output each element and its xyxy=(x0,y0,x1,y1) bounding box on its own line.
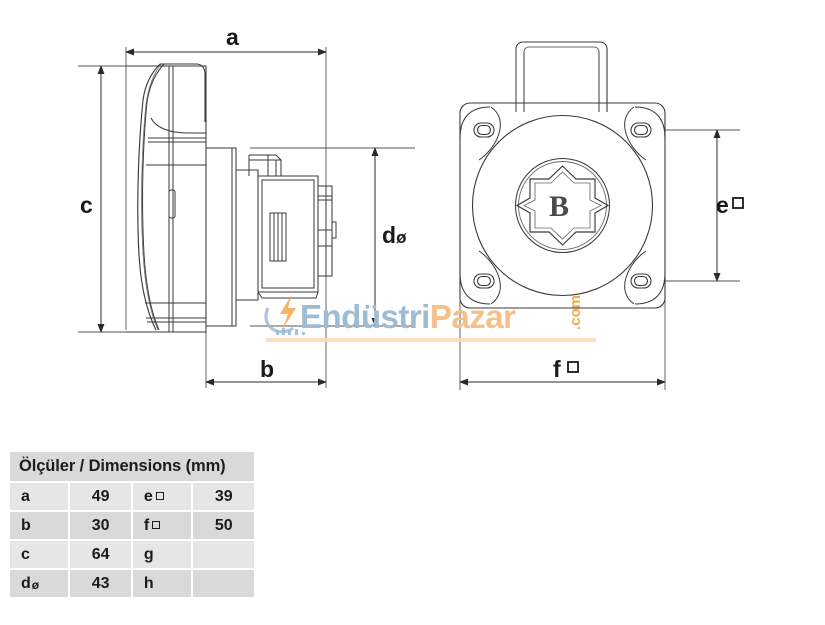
row-key-a: a xyxy=(10,483,69,510)
row-value-e: 39 xyxy=(193,483,254,510)
label-e: e xyxy=(716,192,729,218)
table-row: b 30 f 50 xyxy=(10,512,254,539)
row-key-c: c xyxy=(10,541,69,568)
row-key-d: dø xyxy=(10,570,69,597)
row-key-b: b xyxy=(10,512,69,539)
label-f: f xyxy=(553,356,561,382)
row-key-g: g xyxy=(132,541,192,568)
row-key-h: h xyxy=(132,570,192,597)
square-symbol-icon xyxy=(155,491,164,500)
table-title: Ölçüler / Dimensions (mm) xyxy=(10,452,254,481)
side-view-geometry xyxy=(78,47,415,388)
table-row: dø 43 h xyxy=(10,570,254,597)
drawing-canvas: a c b f e dø B xyxy=(78,24,744,390)
row-value-d: 43 xyxy=(70,570,131,597)
technical-drawing: a c b f e dø B xyxy=(78,24,744,390)
row-key-e: e xyxy=(132,483,192,510)
label-d: dø xyxy=(382,222,407,248)
square-symbol-f xyxy=(567,361,579,373)
row-value-f: 50 xyxy=(193,512,254,539)
square-symbol-icon xyxy=(152,520,161,529)
row-value-b: 30 xyxy=(70,512,131,539)
row-value-c: 64 xyxy=(70,541,131,568)
label-a: a xyxy=(226,24,239,50)
row-value-h xyxy=(193,570,254,597)
square-symbol-e xyxy=(732,197,744,209)
table-row: c 64 g xyxy=(10,541,254,568)
row-value-g xyxy=(193,541,254,568)
brand-letter: B xyxy=(549,190,569,223)
row-value-a: 49 xyxy=(70,483,131,510)
diameter-symbol-icon: ø xyxy=(31,577,40,592)
table-title-row: Ölçüler / Dimensions (mm) xyxy=(10,452,254,481)
table-row: a 49 e 39 xyxy=(10,483,254,510)
brand-star xyxy=(515,165,610,246)
dimensions-table: Ölçüler / Dimensions (mm) a 49 e 39 b 30… xyxy=(8,450,256,599)
front-view-geometry xyxy=(459,41,666,309)
row-key-f: f xyxy=(132,512,192,539)
label-b: b xyxy=(260,356,274,382)
label-c: c xyxy=(80,192,93,218)
